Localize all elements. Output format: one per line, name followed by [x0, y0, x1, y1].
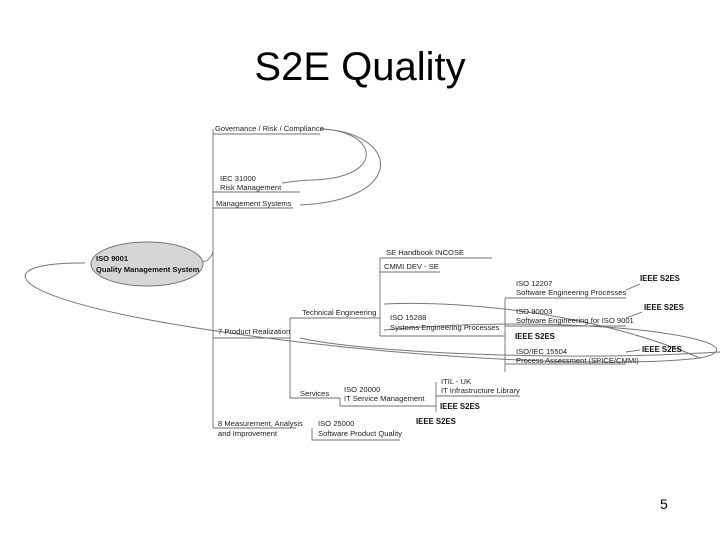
node-iso20000-line1: ISO 20000 — [344, 385, 380, 394]
node-iso25000-line2: Software Product Quality — [318, 429, 402, 438]
badge-connector-b — [625, 311, 643, 319]
node-iso15288-line1: ISO 15288 — [390, 313, 426, 322]
badge-s2es-a: IEEE S2ES — [640, 274, 680, 283]
badge-s2es-b: IEEE S2ES — [644, 303, 684, 312]
node-mgmt-systems: Management Systems — [216, 199, 292, 208]
node-engineering: Technical Engineering — [302, 308, 376, 317]
node-iec-line2: Risk Management — [220, 183, 282, 192]
arc-governance-loop — [281, 128, 367, 184]
node-iso12207-line1: ISO 12207 — [516, 279, 552, 288]
badge-connector-a — [625, 283, 641, 291]
badge-s2es-d: IEEE S2ES — [642, 345, 682, 354]
node-measurement-line1: 8 Measurement, Analysis — [218, 419, 303, 428]
node-services: Services — [300, 389, 329, 398]
root-node-line1: ISO 9001 — [96, 254, 129, 263]
node-iso12207-line2: Software Engineering Processes — [516, 288, 626, 297]
node-iec-line1: IEC 31000 — [220, 174, 256, 183]
badge-connector-c — [625, 349, 641, 353]
arc-ellipse-upper — [383, 302, 701, 359]
root-node-line2: Quality Management System — [96, 265, 200, 274]
badge-s2es-c: IEEE S2ES — [515, 332, 555, 341]
node-itil-line2: IT Infrastructure Library — [441, 386, 520, 395]
arc-outer-ellipse — [24, 262, 718, 363]
node-handbook: SE Handbook INCOSE — [386, 248, 464, 257]
node-iso15504-line2: Process Assessment (SPICE/CMMI) — [516, 356, 639, 365]
node-measurement-line2: and Improvement — [218, 429, 278, 438]
page-number: 5 — [660, 496, 668, 512]
node-iso15288-line2: Systems Engineering Processes — [390, 323, 500, 332]
node-governance: Governance / Risk / Compliance — [215, 124, 324, 133]
node-iso25000-line1: ISO 25000 — [318, 419, 354, 428]
node-iso15504-line1: ISO/IEC 15504 — [516, 347, 567, 356]
arc-ellipse-lower — [299, 337, 720, 357]
node-iso20000-line2: IT Service Management — [344, 394, 425, 403]
node-product-realization: 7 Product Realization — [218, 327, 290, 336]
badge-s2es-f: IEEE S2ES — [416, 417, 456, 426]
arc-governance-outer — [299, 128, 382, 206]
root-node-ellipse — [90, 241, 204, 287]
badge-s2es-e: IEEE S2ES — [440, 402, 480, 411]
measure-children — [311, 428, 400, 441]
slide-title: S2E Quality — [254, 45, 466, 89]
node-itil-line1: ITIL - UK — [441, 377, 471, 386]
node-iso90003-line2: Software Engineering for ISO 9001 — [516, 316, 634, 325]
node-cmmi: CMMI DEV - SE — [384, 262, 439, 271]
node-iso90003-line1: ISO 90003 — [516, 307, 552, 316]
